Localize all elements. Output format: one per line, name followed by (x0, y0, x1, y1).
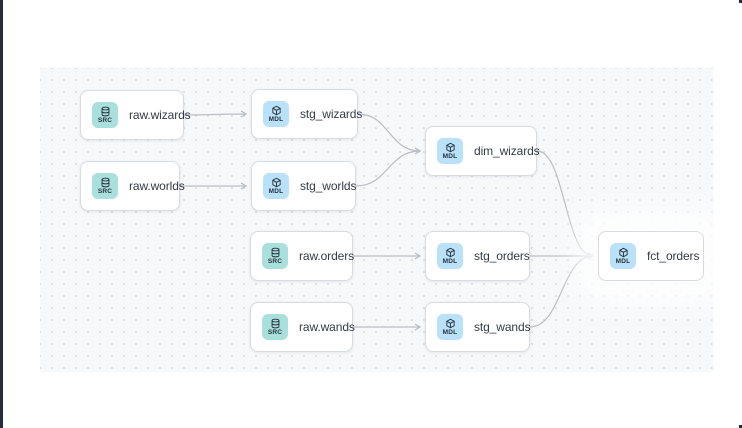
cube-icon (445, 142, 456, 153)
node-label: raw.worlds (129, 179, 185, 193)
node-label: raw.wands (299, 320, 355, 334)
edge-stg_wands-to-fct_orders (529, 256, 593, 328)
cube-icon (271, 177, 282, 188)
source-type-badge: SRC (262, 243, 288, 269)
edge-stg_wizards-to-dim_wizards (357, 113, 420, 151)
model-type-badge: MDL (263, 173, 289, 199)
node-stg_orders[interactable]: MDL stg_orders (425, 231, 530, 281)
node-label: dim_wizards (474, 144, 540, 158)
source-type-badge: SRC (262, 314, 288, 340)
node-label: raw.wizards (129, 108, 191, 122)
node-raw_wizards[interactable]: SRC raw.wizards (80, 90, 191, 140)
node-stg_wizards[interactable]: MDL stg_wizards (251, 89, 362, 139)
window-edge-left (0, 0, 3, 428)
model-type-badge: MDL (437, 314, 463, 340)
cube-icon (271, 105, 282, 116)
lineage-edges (180, 68, 713, 372)
badge-label: MDL (615, 257, 631, 265)
node-dim_wizards[interactable]: MDL dim_wizards (425, 126, 540, 176)
badge-label: MDL (442, 257, 458, 265)
database-icon (100, 177, 111, 188)
database-icon (100, 106, 111, 117)
node-fct_orders[interactable]: MDL fct_orders (598, 231, 704, 281)
node-raw_worlds[interactable]: SRC raw.worlds (80, 161, 185, 211)
window-corner-bottom-right (739, 425, 742, 428)
badge-label: SRC (267, 257, 283, 265)
node-label: stg_wands (474, 320, 531, 334)
model-type-badge: MDL (610, 243, 636, 269)
node-raw_orders[interactable]: SRC raw.orders (250, 231, 355, 281)
model-type-badge: MDL (437, 243, 463, 269)
model-type-badge: MDL (437, 138, 463, 164)
edge-raw_wizards-to-stg_wizards (183, 114, 246, 115)
node-label: stg_wizards (300, 107, 363, 121)
badge-label: MDL (442, 152, 458, 160)
database-icon (270, 247, 281, 258)
node-label: stg_worlds (300, 179, 357, 193)
source-type-badge: SRC (92, 173, 118, 199)
edge-dim_wizards-to-fct_orders (536, 150, 593, 256)
database-icon (270, 318, 281, 329)
badge-label: MDL (442, 328, 458, 336)
node-stg_worlds[interactable]: MDL stg_worlds (251, 161, 356, 211)
node-label: fct_orders (647, 249, 700, 263)
badge-label: SRC (97, 116, 113, 124)
source-type-badge: SRC (92, 102, 118, 128)
badge-label: SRC (97, 187, 113, 195)
node-raw_wands[interactable]: SRC raw.wands (250, 302, 355, 352)
badge-label: SRC (267, 328, 283, 336)
node-label: stg_orders (474, 249, 530, 263)
node-stg_wands[interactable]: MDL stg_wands (425, 302, 531, 352)
cube-icon (445, 318, 456, 329)
badge-label: MDL (268, 187, 284, 195)
model-type-badge: MDL (263, 101, 289, 127)
badge-label: MDL (268, 115, 284, 123)
window-corner-top-right (739, 0, 742, 3)
node-label: raw.orders (299, 249, 355, 263)
cube-icon (618, 247, 629, 258)
edge-stg_worlds-to-dim_wizards (355, 151, 420, 187)
cube-icon (445, 247, 456, 258)
